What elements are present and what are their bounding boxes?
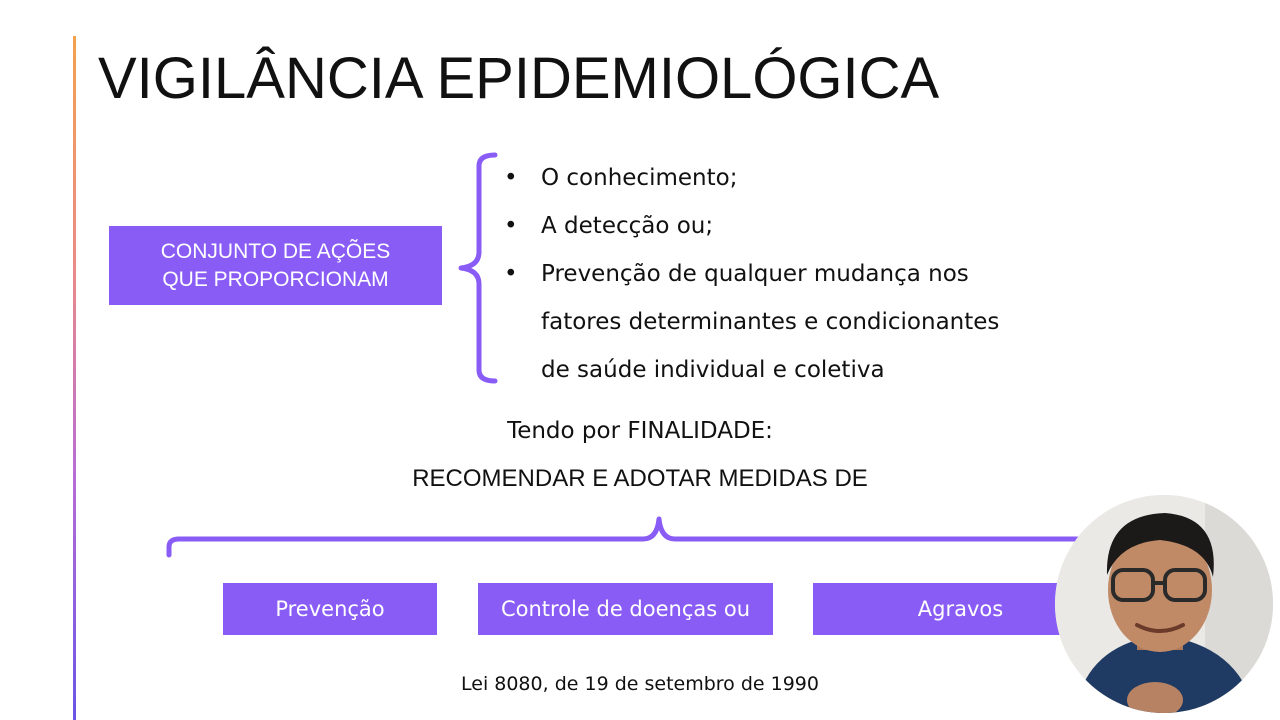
- bullet-item: A detecção ou;: [500, 202, 999, 250]
- horizontal-brace-icon: [166, 516, 1089, 558]
- presenter-avatar-icon: [1055, 495, 1273, 713]
- slide-title: VIGILÂNCIA EPIDEMIOLÓGICA: [98, 46, 940, 111]
- bullet-continuation: fatores determinantes e condicionantes: [541, 309, 1000, 335]
- bullet-item: Prevenção de qualquer mudança nos: [500, 250, 999, 298]
- measure-label: Prevenção: [275, 597, 385, 621]
- action-box-line-2: QUE PROPORCIONAM: [162, 267, 389, 291]
- action-box: CONJUNTO DE AÇÕES QUE PROPORCIONAM: [109, 226, 442, 305]
- law-reference: Lei 8080, de 19 de setembro de 1990: [461, 673, 819, 695]
- purpose-text: Tendo por FINALIDADE:: [507, 418, 773, 444]
- bullet-continuation: de saúde individual e coletiva: [541, 357, 885, 383]
- curly-brace-icon: [458, 152, 498, 384]
- accent-line: [73, 36, 76, 720]
- measure-box-control: Controle de doenças ou: [478, 583, 773, 635]
- bullet-list: O conhecimento; A detecção ou; Prevenção…: [500, 154, 999, 394]
- measure-box-prevention: Prevenção: [223, 583, 437, 635]
- measure-label: Controle de doenças ou: [500, 597, 751, 621]
- measure-label: Agravos: [917, 597, 1004, 621]
- recommend-text: RECOMENDAR E ADOTAR MEDIDAS DE: [412, 465, 868, 492]
- action-box-line-1: CONJUNTO DE AÇÕES: [160, 239, 391, 263]
- presenter-webcam-overlay: [1055, 495, 1273, 713]
- bullet-item: O conhecimento;: [500, 154, 999, 202]
